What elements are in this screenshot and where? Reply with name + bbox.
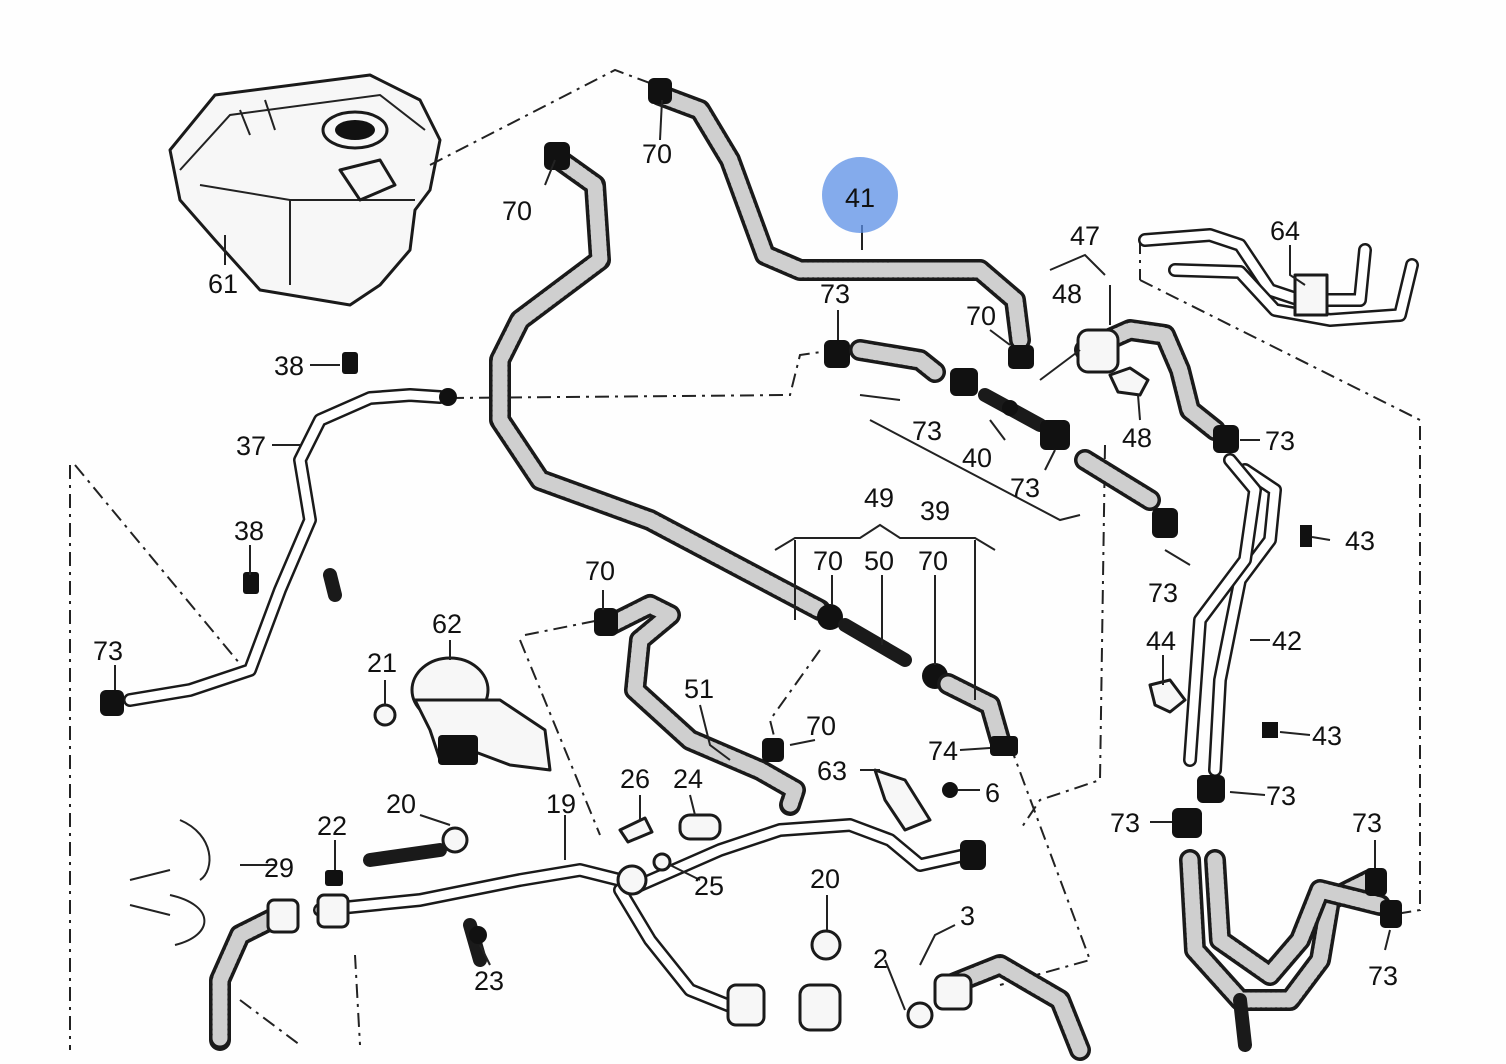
label-70: 70 (966, 301, 996, 331)
label-70: 70 (918, 546, 948, 576)
label-43: 43 (1345, 526, 1375, 556)
label-70: 70 (642, 139, 672, 169)
hose-bottom (129, 736, 1091, 1061)
label-70: 70 (585, 556, 615, 586)
label-73: 73 (1265, 426, 1295, 456)
label-22: 22 (317, 811, 347, 841)
label-19: 19 (546, 789, 576, 819)
label-41: 41 (845, 183, 875, 213)
label-51: 51 (684, 674, 714, 704)
label-73: 73 (93, 636, 123, 666)
hose-51 (594, 594, 806, 816)
label-73: 73 (912, 416, 942, 446)
label-38: 38 (274, 351, 304, 381)
label-37: 37 (236, 431, 266, 461)
label-21: 21 (367, 648, 397, 678)
label-73: 73 (1266, 781, 1296, 811)
label-44: 44 (1146, 626, 1176, 656)
label-73: 73 (1110, 808, 1140, 838)
label-25: 25 (694, 871, 724, 901)
hose-41 (648, 78, 1034, 369)
label-70: 70 (806, 711, 836, 741)
label-62: 62 (432, 609, 462, 639)
part-labels: 70 70 41 61 73 70 47 48 64 48 38 37 73 4… (93, 139, 1398, 996)
leader-lines (114, 99, 1391, 1011)
expansion-tank (168, 73, 442, 307)
hose-group-39 (824, 339, 1178, 538)
label-26: 26 (620, 764, 650, 794)
label-70: 70 (502, 196, 532, 226)
label-73: 73 (1010, 473, 1040, 503)
label-73: 73 (820, 279, 850, 309)
label-48: 48 (1052, 279, 1082, 309)
label-47: 47 (1070, 221, 1100, 251)
hose-47 (1074, 319, 1239, 453)
label-40: 40 (962, 443, 992, 473)
label-42: 42 (1272, 626, 1302, 656)
label-20: 20 (386, 789, 416, 819)
label-43: 43 (1312, 721, 1342, 751)
pump-62 (373, 656, 552, 772)
label-20: 20 (810, 864, 840, 894)
label-50: 50 (864, 546, 894, 576)
label-29: 29 (264, 853, 294, 883)
hose-lower-right (1172, 775, 1402, 1052)
label-73: 73 (1368, 961, 1398, 991)
label-23: 23 (474, 966, 504, 996)
label-39: 39 (920, 496, 950, 526)
label-64: 64 (1270, 216, 1300, 246)
label-74: 74 (928, 736, 958, 766)
label-24: 24 (673, 764, 703, 794)
label-73: 73 (1148, 578, 1178, 608)
label-38: 38 (234, 516, 264, 546)
label-49: 49 (864, 483, 894, 513)
pipe-37 (100, 352, 457, 716)
label-73: 73 (1352, 808, 1382, 838)
pipe-64 (1138, 228, 1419, 327)
label-2: 2 (873, 944, 888, 974)
label-70: 70 (813, 546, 843, 576)
hose-return (489, 142, 1011, 751)
label-3: 3 (960, 901, 975, 931)
label-48: 48 (1122, 423, 1152, 453)
highlight-marker (822, 157, 898, 233)
label-6: 6 (985, 778, 1000, 808)
label-61: 61 (208, 269, 238, 299)
pipe-42 (1148, 453, 1312, 777)
label-63: 63 (817, 756, 847, 786)
